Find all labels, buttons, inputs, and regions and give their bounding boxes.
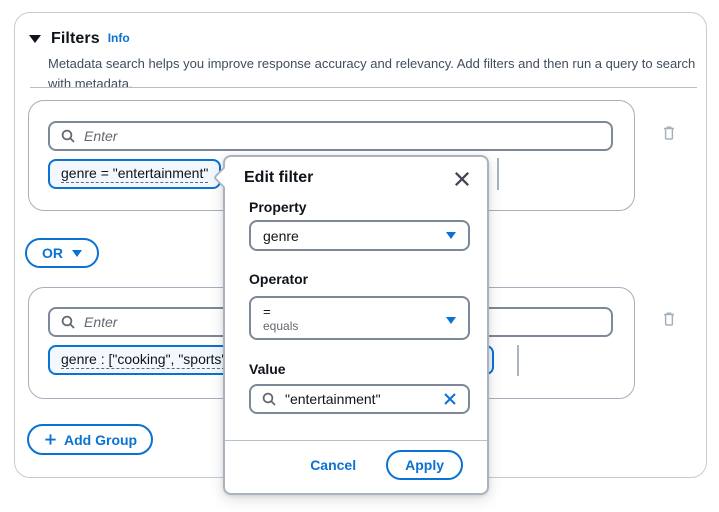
token-separator [517,345,519,376]
apply-button[interactable]: Apply [386,450,463,480]
panel-description: Metadata search helps you improve respon… [48,56,696,92]
chevron-down-icon [72,249,82,257]
value-input-box[interactable] [249,384,470,414]
filter-token[interactable]: genre = "entertainment" [48,159,222,189]
header-divider [30,87,697,88]
operator-select[interactable]: = equals [249,296,470,340]
filter-search-box-1[interactable] [48,121,613,151]
popover-title: Edit filter [244,169,314,186]
clear-icon [444,393,456,405]
collapse-triangle-icon[interactable] [29,35,41,43]
dropdown-caret-icon [446,232,456,239]
trash-icon [664,126,674,140]
popover-footer: Cancel Apply [310,450,463,480]
close-icon [455,172,469,186]
filters-header: Filters Info [29,30,130,48]
or-operator-button[interactable]: OR [25,238,99,268]
property-select[interactable]: genre [249,220,470,251]
trash-icon [664,312,674,326]
operator-label: Operator [249,271,309,287]
clear-value-button[interactable] [442,391,458,407]
search-icon [61,315,75,329]
delete-group-button[interactable] [661,125,677,141]
edit-filter-popover: Edit filter Property genre Operator = eq… [212,155,489,495]
popover-footer-divider [225,440,487,441]
add-group-button[interactable]: Add Group [27,424,154,455]
token-separator [497,158,499,190]
property-label: Property [249,199,307,215]
close-button[interactable] [451,168,473,190]
cancel-button[interactable]: Cancel [310,457,357,473]
delete-group-button[interactable] [661,311,677,327]
dropdown-caret-icon [446,317,456,324]
search-input[interactable] [84,128,601,144]
value-label: Value [249,361,286,377]
search-icon [61,129,75,143]
search-icon [262,392,276,406]
value-input[interactable] [285,391,434,407]
info-link[interactable]: Info [107,31,130,45]
panel-title: Filters [51,30,100,47]
plus-icon [45,434,56,445]
